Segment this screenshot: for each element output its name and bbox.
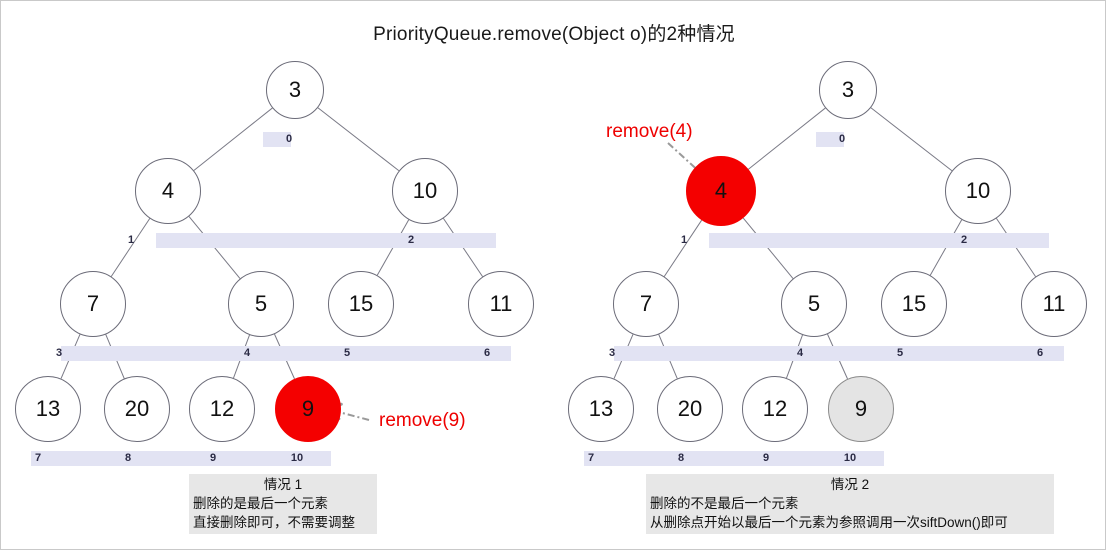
page-title: PriorityQueue.remove(Object o)的2种情况 <box>373 24 735 45</box>
caption-case-2: 情况 2 删除的不是最后一个元素 从删除点开始以最后一个元素为参照调用一次sif… <box>646 474 1054 534</box>
caption-case-2-title: 情况 2 <box>830 477 870 492</box>
node-value: 15 <box>348 291 374 316</box>
tree-node-right-0[interactable]: 3 <box>819 61 877 119</box>
index-band-right-3 <box>584 451 884 466</box>
index-label: 5 <box>896 347 904 359</box>
index-label: 2 <box>960 234 968 246</box>
index-band-right-0 <box>816 132 844 147</box>
index-label: 4 <box>243 347 251 359</box>
index-label: 6 <box>483 347 491 359</box>
index-label: 8 <box>677 452 685 464</box>
tree-node-left-10[interactable]: 9 <box>275 376 341 442</box>
tree-node-left-5[interactable]: 15 <box>328 271 394 337</box>
node-value: 20 <box>124 396 150 421</box>
remove-label-right: remove(4) <box>606 121 693 142</box>
tree-node-left-7[interactable]: 13 <box>15 376 81 442</box>
index-label: 9 <box>762 452 770 464</box>
tree-node-right-6[interactable]: 11 <box>1021 271 1087 337</box>
tree-edge <box>748 107 826 170</box>
tree-node-right-5[interactable]: 15 <box>881 271 947 337</box>
index-label: 10 <box>843 452 857 464</box>
index-label: 5 <box>343 347 351 359</box>
node-value: 12 <box>209 396 235 421</box>
index-band-right-1 <box>709 233 1049 248</box>
index-label: 3 <box>55 347 63 359</box>
caption-case-1-line-1: 删除的是最后一个元素 <box>193 496 328 511</box>
caption-case-2-line-2: 从删除点开始以最后一个元素为参照调用一次siftDown()即可 <box>650 515 1008 530</box>
tree-edge <box>742 217 794 279</box>
index-band-left-0 <box>263 132 291 147</box>
index-label: 4 <box>796 347 804 359</box>
tree-node-right-7[interactable]: 13 <box>568 376 634 442</box>
tree-node-right-9[interactable]: 12 <box>742 376 808 442</box>
index-label: 8 <box>124 452 132 464</box>
tree-node-right-3[interactable]: 7 <box>613 271 679 337</box>
tree-node-left-3[interactable]: 7 <box>60 271 126 337</box>
index-label: 9 <box>209 452 217 464</box>
tree-node-left-6[interactable]: 11 <box>468 271 534 337</box>
index-label: 0 <box>285 133 293 145</box>
node-value: 9 <box>854 396 868 421</box>
tree-node-left-2[interactable]: 10 <box>392 158 458 224</box>
remove-label-left: remove(9) <box>379 410 466 431</box>
index-band-left-3 <box>31 451 331 466</box>
index-label: 6 <box>1036 347 1044 359</box>
index-label: 1 <box>680 234 688 246</box>
index-label: 7 <box>587 452 595 464</box>
index-label: 2 <box>407 234 415 246</box>
index-band-left-1 <box>156 233 496 248</box>
node-value: 4 <box>714 178 728 203</box>
tree-node-left-0[interactable]: 3 <box>266 61 324 119</box>
tree-node-right-2[interactable]: 10 <box>945 158 1011 224</box>
caption-case-2-line-1: 删除的不是最后一个元素 <box>650 496 799 511</box>
tree-edge <box>110 218 151 277</box>
tree-node-left-9[interactable]: 12 <box>189 376 255 442</box>
node-value: 12 <box>762 396 788 421</box>
node-value: 3 <box>288 77 302 102</box>
tree-edge <box>193 107 273 171</box>
index-band-left-2 <box>61 346 511 361</box>
index-label: 1 <box>127 234 135 246</box>
tree-node-right-4[interactable]: 5 <box>781 271 847 337</box>
tree-edge <box>663 219 703 277</box>
tree-node-right-10[interactable]: 9 <box>828 376 894 442</box>
caption-case-1: 情况 1 删除的是最后一个元素 直接删除即可，不需要调整 <box>189 474 377 534</box>
node-value: 11 <box>1042 291 1066 316</box>
node-value: 15 <box>901 291 927 316</box>
index-label: 0 <box>838 133 846 145</box>
node-value: 10 <box>412 178 438 203</box>
tree-node-left-1[interactable]: 4 <box>135 158 201 224</box>
node-value: 10 <box>965 178 991 203</box>
node-value: 3 <box>841 77 855 102</box>
node-value: 9 <box>301 396 315 421</box>
node-value: 11 <box>489 291 513 316</box>
tree-node-right-8[interactable]: 20 <box>657 376 723 442</box>
index-label: 7 <box>34 452 42 464</box>
tree-node-left-4[interactable]: 5 <box>228 271 294 337</box>
node-value: 20 <box>677 396 703 421</box>
tree-node-left-8[interactable]: 20 <box>104 376 170 442</box>
node-value: 7 <box>86 291 100 316</box>
node-value: 7 <box>639 291 653 316</box>
index-label: 3 <box>608 347 616 359</box>
tree-node-right-1[interactable]: 4 <box>686 156 756 226</box>
node-value: 5 <box>254 291 268 316</box>
node-value: 13 <box>35 396 61 421</box>
node-value: 4 <box>161 178 175 203</box>
tree-edge <box>317 107 400 172</box>
index-label: 10 <box>290 452 304 464</box>
index-band-right-2 <box>614 346 1064 361</box>
caption-case-1-line-2: 直接删除即可，不需要调整 <box>193 515 355 530</box>
node-value: 13 <box>588 396 614 421</box>
caption-case-1-title: 情况 1 <box>263 477 303 492</box>
tree-edge <box>870 107 953 172</box>
node-value: 5 <box>807 291 821 316</box>
